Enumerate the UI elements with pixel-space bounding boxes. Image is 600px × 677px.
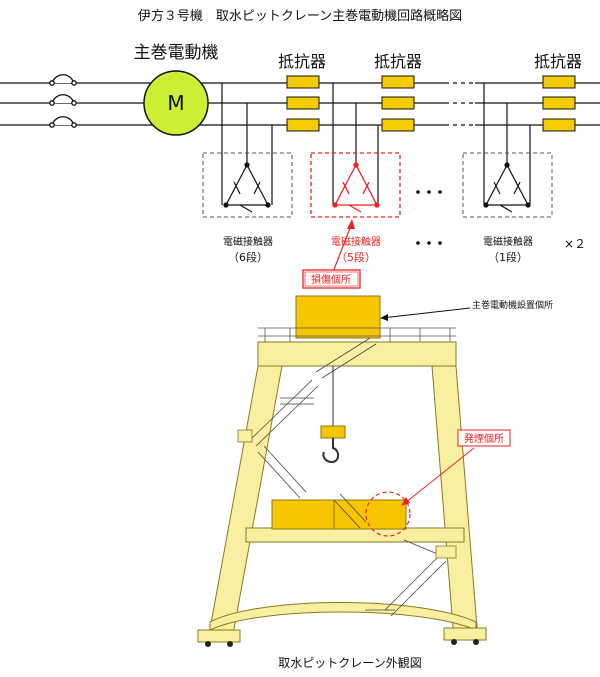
contactor-box-6 (202, 152, 293, 218)
breaker-switch-icon (49, 74, 77, 128)
diagram-title: 伊方３号機 取水ピットクレーン主巻電動機回路概略図 (138, 8, 462, 24)
resistor-label-2: 抵抗器 (374, 52, 422, 71)
motor-symbol: M (167, 91, 184, 115)
damage-label: 損傷個所 (311, 273, 351, 286)
motor-heading: 主巻電動機 (134, 43, 219, 63)
damaged-contactor-icon (332, 162, 380, 213)
resistor-label-1: 抵抗器 (278, 52, 326, 71)
contactor-wiring (221, 83, 531, 205)
crane-illustration (197, 295, 487, 647)
damage-label-box (302, 269, 361, 289)
crane-hook-icon (322, 438, 340, 464)
smoke-label-box (457, 429, 511, 447)
resistor-label-3: 抵抗器 (534, 52, 582, 71)
resistor-icon (286, 75, 576, 132)
contactor-label-5: 電磁接触器 (331, 235, 381, 248)
contactor-label-6: 電磁接触器 (223, 235, 273, 248)
contactor-stage-1: （1段） (488, 250, 528, 264)
motor-housing (295, 295, 381, 339)
contactor-switch-icon (483, 162, 531, 213)
contactor-stage-6: （6段） (228, 250, 268, 264)
smoke-location-marker (365, 491, 411, 537)
motor-location-label: 主巻電動機設置個所 (472, 299, 553, 311)
crane-caption: 取水ピットクレーン外観図 (278, 656, 421, 670)
contactor-label-1: 電磁接触器 (483, 235, 533, 248)
ellipsis-icon (416, 190, 442, 245)
smoke-label: 発煙個所 (464, 432, 504, 445)
contactor-stage-5: （5段） (336, 250, 376, 264)
contactor-box-1 (462, 152, 553, 218)
damage-arrow-icon (332, 219, 355, 273)
motor-icon (143, 70, 209, 136)
smoke-arrow-icon (404, 447, 475, 504)
multiplier-label: ×２ (564, 237, 586, 251)
contactor-switch-icon (223, 162, 271, 213)
contactor-box-5 (310, 152, 401, 218)
motor-location-pointer (381, 307, 471, 319)
